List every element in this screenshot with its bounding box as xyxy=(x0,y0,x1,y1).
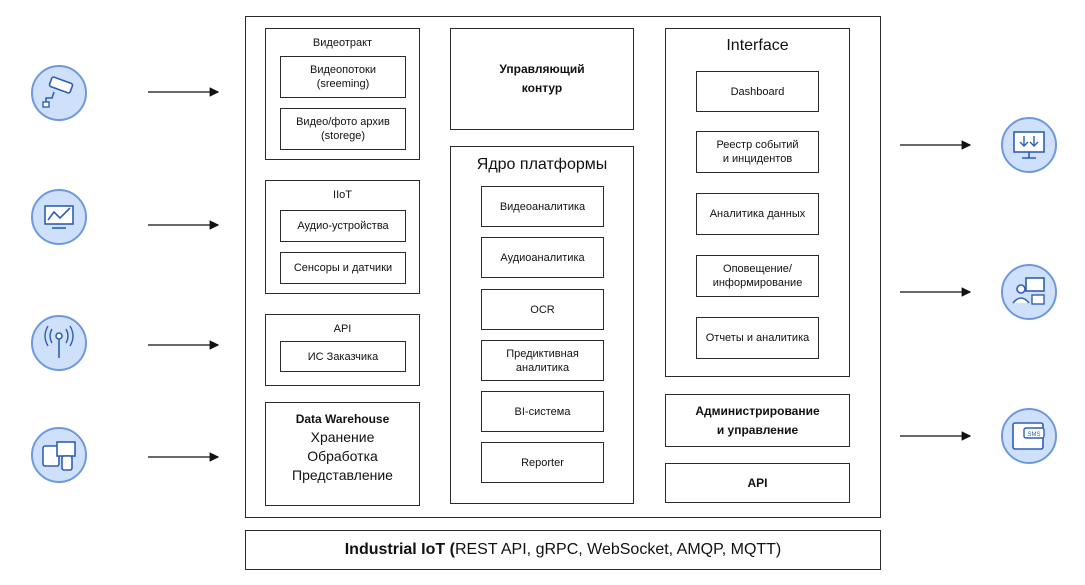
control-contour-box: Управляющий контур xyxy=(450,28,634,130)
interface-item-notification: Оповещение/ информирование xyxy=(696,255,819,297)
api-left-title: API xyxy=(333,323,352,335)
interface-item-data-analytics-label: Аналитика данных xyxy=(709,208,806,220)
core-item-predictive: Предиктивная аналитика xyxy=(481,340,604,381)
cctv-camera-icon xyxy=(31,65,87,121)
core-item-bi: BI-система xyxy=(481,391,604,432)
core-platform-title: Ядро платформы xyxy=(476,156,608,173)
api-left-item-customer: ИС Заказчика xyxy=(280,341,406,372)
interface-item-notification-label: Оповещение/ информирование xyxy=(712,263,803,289)
api-left-item-customer-label: ИС Заказчика xyxy=(307,350,379,363)
monitor-chart-icon xyxy=(31,189,87,245)
interface-item-reports: Отчеты и аналитика xyxy=(696,317,819,359)
devices-icon xyxy=(31,427,87,483)
interface-item-reports-label: Отчеты и аналитика xyxy=(705,332,810,344)
interface-item-events: Реестр событий и инцидентов xyxy=(696,131,819,173)
api-right-label: API xyxy=(747,476,768,490)
core-item-video-analytics-label: Видеоаналитика xyxy=(499,200,586,213)
antenna-icon xyxy=(31,315,87,371)
admin-box: Администрирование и управление xyxy=(665,394,850,447)
videotrakt-item-archive-label: Видео/фото архив (storege) xyxy=(296,116,390,142)
data-warehouse-line-3: Представление xyxy=(292,467,393,483)
core-item-audio-analytics: Аудиоаналитика xyxy=(481,237,604,278)
data-warehouse-line-1: Хранение xyxy=(310,429,375,445)
interface-item-events-label: Реестр событий и инцидентов xyxy=(716,139,799,165)
videotrakt-title: Видеотракт xyxy=(312,37,373,49)
core-item-ocr: OCR xyxy=(481,289,604,330)
iiot-item-sensors: Сенсоры и датчики xyxy=(280,252,406,284)
data-warehouse-line-2: Обработка xyxy=(307,448,378,464)
iiot-item-audio-label: Аудио-устройства xyxy=(297,220,389,232)
core-item-reporter: Reporter xyxy=(481,442,604,483)
core-item-video-analytics: Видеоаналитика xyxy=(481,186,604,227)
sms-tablet-icon: SMS xyxy=(1001,408,1057,464)
control-contour-label: Управляющий контур xyxy=(499,62,585,95)
industrial-iot-bar: Industrial IoT (REST API, gRPC, WebSocke… xyxy=(245,530,881,570)
data-warehouse-box: Data Warehouse Хранение Обработка Предст… xyxy=(265,402,420,506)
admin-label: Администрирование и управление xyxy=(695,403,820,437)
core-item-reporter-label: Reporter xyxy=(521,456,564,469)
monitor-download-icon xyxy=(1001,117,1057,173)
user-computer-icon xyxy=(1001,264,1057,320)
core-item-bi-label: BI-система xyxy=(514,405,571,418)
core-item-audio-analytics-label: Аудиоаналитика xyxy=(500,251,585,264)
videotrakt-item-streams: Видеопотоки (sreeming) xyxy=(280,56,406,98)
api-right-box: API xyxy=(665,463,850,503)
industrial-iot-bold: Industrial IoT ( xyxy=(344,541,455,558)
data-warehouse-title: Data Warehouse xyxy=(295,412,390,426)
iiot-item-audio: Аудио-устройства xyxy=(280,210,406,242)
industrial-iot-protocols: REST API, gRPC, WebSocket, AMQP, MQTT) xyxy=(454,541,782,558)
iiot-title: IIoT xyxy=(333,189,352,201)
svg-text:SMS: SMS xyxy=(1027,432,1040,438)
interface-item-dashboard-label: Dashboard xyxy=(730,85,785,98)
videotrakt-item-archive: Видео/фото архив (storege) xyxy=(280,108,406,150)
iiot-item-sensors-label: Сенсоры и датчики xyxy=(293,262,393,274)
core-item-predictive-label: Предиктивная аналитика xyxy=(506,347,579,374)
interface-title: Interface xyxy=(726,37,789,54)
core-item-ocr-label: OCR xyxy=(530,303,555,316)
interface-item-data-analytics: Аналитика данных xyxy=(696,193,819,235)
interface-item-dashboard: Dashboard xyxy=(696,71,819,112)
videotrakt-item-streams-label: Видеопотоки (sreeming) xyxy=(310,64,376,90)
